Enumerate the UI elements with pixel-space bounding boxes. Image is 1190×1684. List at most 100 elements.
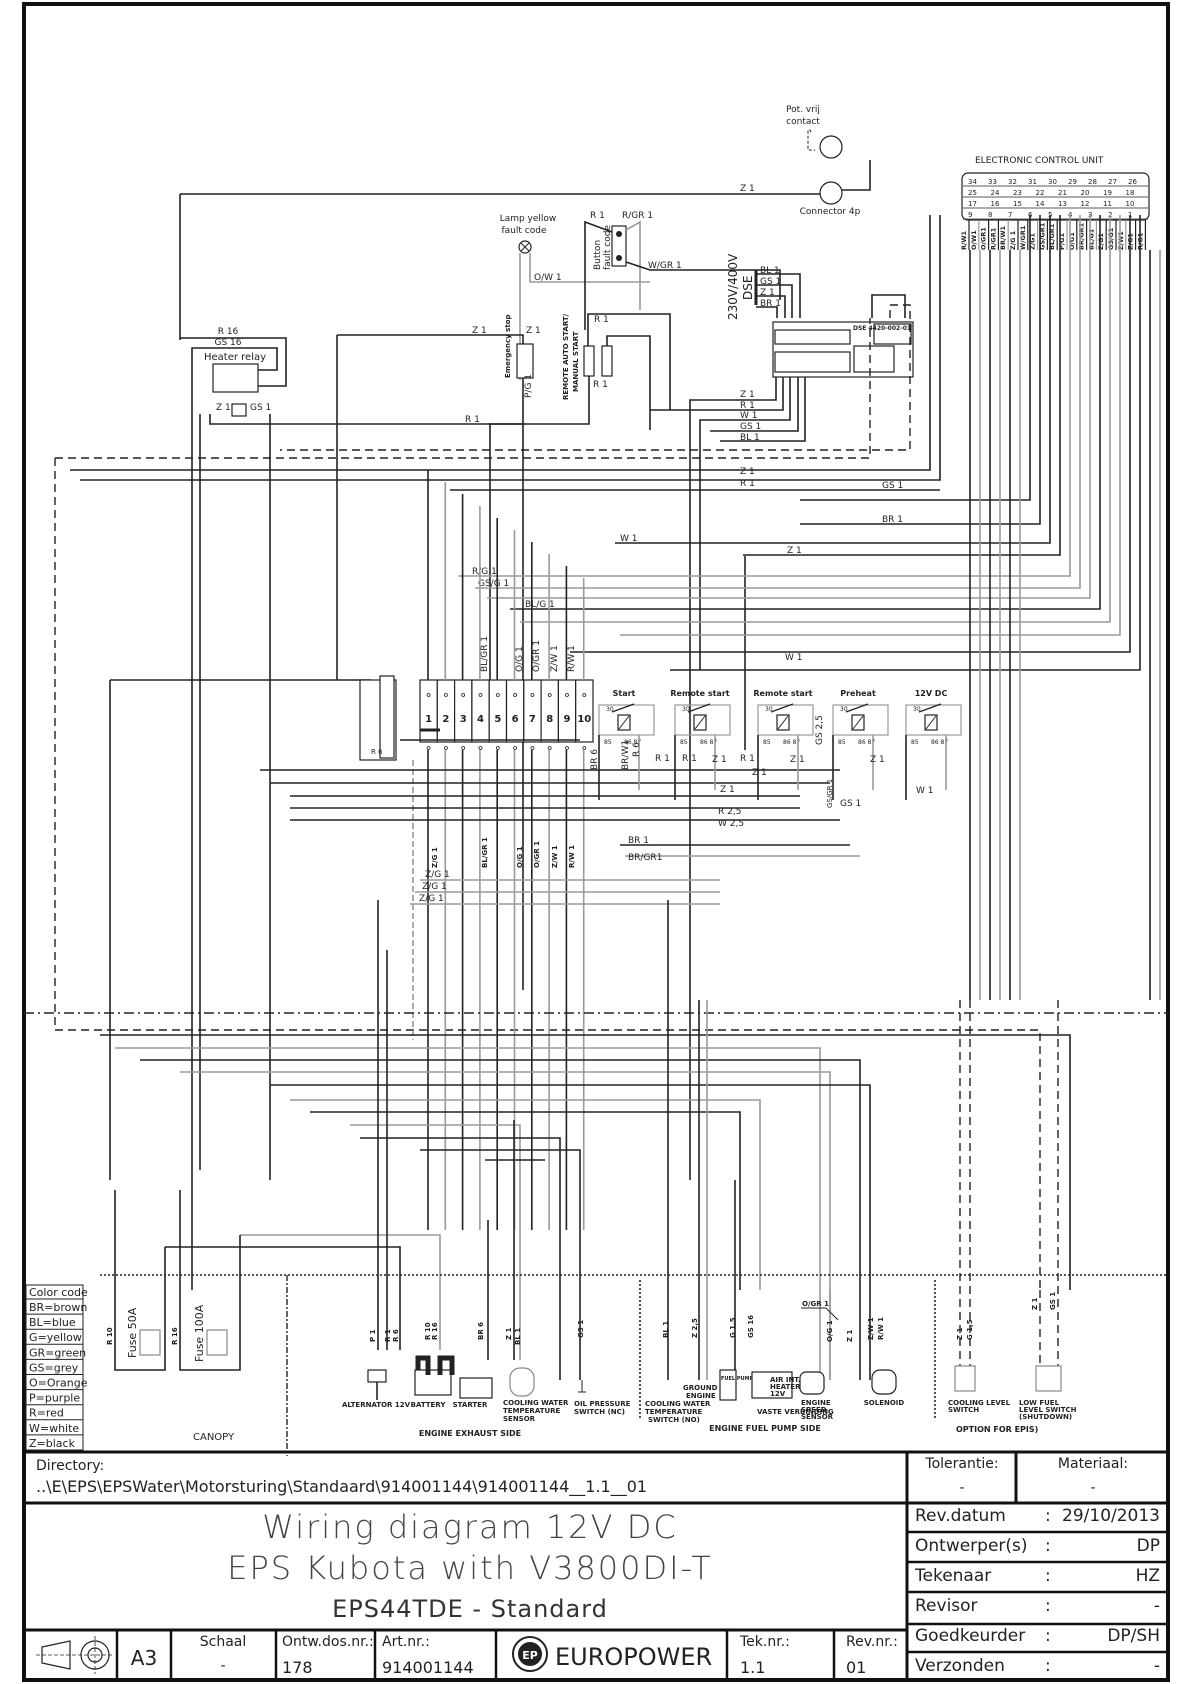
relay-label: Remote start — [670, 689, 729, 698]
drawing-frame — [22, 2, 1170, 1682]
dse-model-label: DSE 4420-002-01 — [853, 325, 911, 332]
ecu-pin: 34 — [968, 178, 977, 186]
wire-label: GS 1 — [882, 481, 903, 491]
wire-label: R 1 — [655, 754, 670, 764]
sheet-format: A3 — [131, 1646, 157, 1670]
connector-4p-label: Connector 4p — [800, 207, 861, 217]
ecu-wire-label: R/GR1 — [989, 227, 997, 250]
row-value: HZ — [1136, 1566, 1160, 1586]
terminal-wire-label-low: Z/G 1 — [431, 847, 439, 868]
art-value: 914001144 — [382, 1658, 474, 1677]
wire-label: R 1 — [740, 401, 755, 411]
battery: BATTERY — [411, 1355, 455, 1409]
relay-label: Start — [613, 689, 636, 698]
wire-label: W 1 — [916, 786, 934, 796]
row-label: Rev.datum — [915, 1506, 1006, 1526]
wire-label: R/G 1 — [472, 567, 497, 577]
legend-item: R=red — [29, 1407, 64, 1420]
solenoid: SOLENOID — [864, 1369, 904, 1407]
starter: STARTER — [453, 1377, 493, 1409]
wire-label: O/W 1 — [534, 273, 562, 283]
relay-pin: 85 — [838, 739, 846, 746]
heater-relay: R 16 GS 16 Heater relay Z 1 GS 1 — [180, 327, 287, 1290]
cooling-level-switch: COOLING LEVEL SWITCH — [948, 1365, 1011, 1414]
relay-pin: 85 — [763, 739, 771, 746]
air-intake-label: 12V — [770, 1390, 786, 1398]
pot-vrij-connector-icon — [819, 135, 843, 159]
lower-wire-label: Z/W 1 — [867, 1317, 875, 1340]
lower-wire-label: R 6 — [392, 1329, 400, 1342]
ground-label: GROUND ON — [683, 1384, 732, 1392]
button-label: Button — [593, 240, 603, 270]
battery-label: BATTERY — [411, 1401, 447, 1409]
relay-pin: 86 87 — [700, 739, 717, 746]
logo-text: EP — [522, 1649, 538, 1662]
legend-item: G=yellow — [29, 1331, 82, 1344]
ecu-pin: 7 — [1008, 211, 1012, 219]
tek-value: 1.1 — [740, 1658, 765, 1677]
lower-wire-label: Z 1 — [846, 1329, 854, 1342]
terminal-wire-label: Z/W 1 — [550, 645, 560, 672]
lower-wire-label: R 10 — [106, 1327, 114, 1345]
air-intake-label: HEATER — [770, 1383, 801, 1391]
fuse-50a-label: Fuse 50A — [126, 1307, 139, 1358]
ecu-pin: 13 — [1058, 200, 1067, 208]
terminal-number: 3 — [460, 714, 467, 725]
relay-pin: 86 87 — [931, 739, 948, 746]
fuse-100a-label: Fuse 100A — [193, 1304, 206, 1362]
wire-label: W 1 — [740, 411, 758, 421]
terminal-wire-label-low: BL/GR 1 — [481, 837, 489, 868]
schaal-label: Schaal — [200, 1634, 247, 1650]
button-label-2: fault code — [603, 225, 613, 270]
row-value: - — [1154, 1596, 1160, 1616]
fuse-50a: Fuse 50A — [126, 1307, 161, 1358]
revision-rows: Rev.datum:29/10/2013Ontwerper(s):DPTeken… — [914, 1506, 1160, 1676]
lower-wire-label: R 16 — [171, 1327, 179, 1345]
ontw-label: Ontw.dos.nr.: — [282, 1634, 374, 1650]
lower-wire-label: Z 1 — [505, 1327, 513, 1340]
tolerantie-label: Tolerantie: — [924, 1456, 998, 1472]
wire-label: W 1 — [785, 653, 803, 663]
option-for-epis-label: OPTION FOR EPIS) — [956, 1425, 1038, 1434]
relay-pin: 86 87 — [783, 739, 800, 746]
relay-label: Remote start — [753, 689, 812, 698]
ecu-pin: 24 — [991, 189, 1000, 197]
terminal-block — [454, 679, 473, 743]
lower-wire-label: P 1 — [369, 1329, 377, 1342]
dse-bus-wires: Z 1 R 1 W 1 GS 1 BL 1 R 1 — [209, 377, 806, 1180]
ecu-pin: 17 — [968, 200, 977, 208]
lower-wire-label: G 1,5 — [966, 1319, 974, 1340]
oil-label: OIL PRESSURE — [574, 1400, 631, 1408]
dse-voltage-label: 230V/400V — [726, 253, 740, 320]
terminal-number: 1 — [425, 714, 432, 725]
drawing-title: Wiring diagram 12V DC — [262, 1508, 677, 1546]
oil-label: SWITCH (NC) — [574, 1408, 625, 1416]
ecu-wire-label: BR/W1 — [999, 225, 1007, 250]
row-value: DP — [1137, 1536, 1160, 1556]
heater-relay-label: Heater relay — [204, 352, 266, 363]
wire-label: R/GR 1 — [622, 211, 653, 221]
row-label: Ontwerper(s) — [915, 1536, 1028, 1556]
wire-label: Z 1 — [740, 184, 755, 194]
title-block: Directory: ..\E\EPS\EPSWater\Motorsturin… — [24, 1450, 1168, 1680]
switch-label: COOLING WATER — [645, 1400, 711, 1408]
terminal-block — [523, 679, 542, 743]
schaal-value: - — [220, 1658, 225, 1674]
wire-label: BR/W1 — [621, 740, 631, 770]
row-label: Verzonden — [915, 1656, 1005, 1676]
terminal-block — [471, 679, 490, 743]
terminal-wire-label-low: O/GR 1 — [533, 841, 541, 868]
sensor-label: SENSOR — [503, 1415, 536, 1423]
wire-label: R 1 — [465, 415, 480, 425]
tek-label: Tek.nr.: — [739, 1634, 790, 1650]
alternator-label: ALTERNATOR 12V — [342, 1401, 411, 1409]
terminal-number: 8 — [546, 714, 553, 725]
ecu-pin: 28 — [1088, 178, 1097, 186]
wire-label: Z 1 — [870, 755, 885, 765]
cooling-water-temp-sensor: COOLING WATER TEMPERATURE SENSOR — [503, 1367, 569, 1423]
legend-item: Z=black — [29, 1437, 76, 1450]
